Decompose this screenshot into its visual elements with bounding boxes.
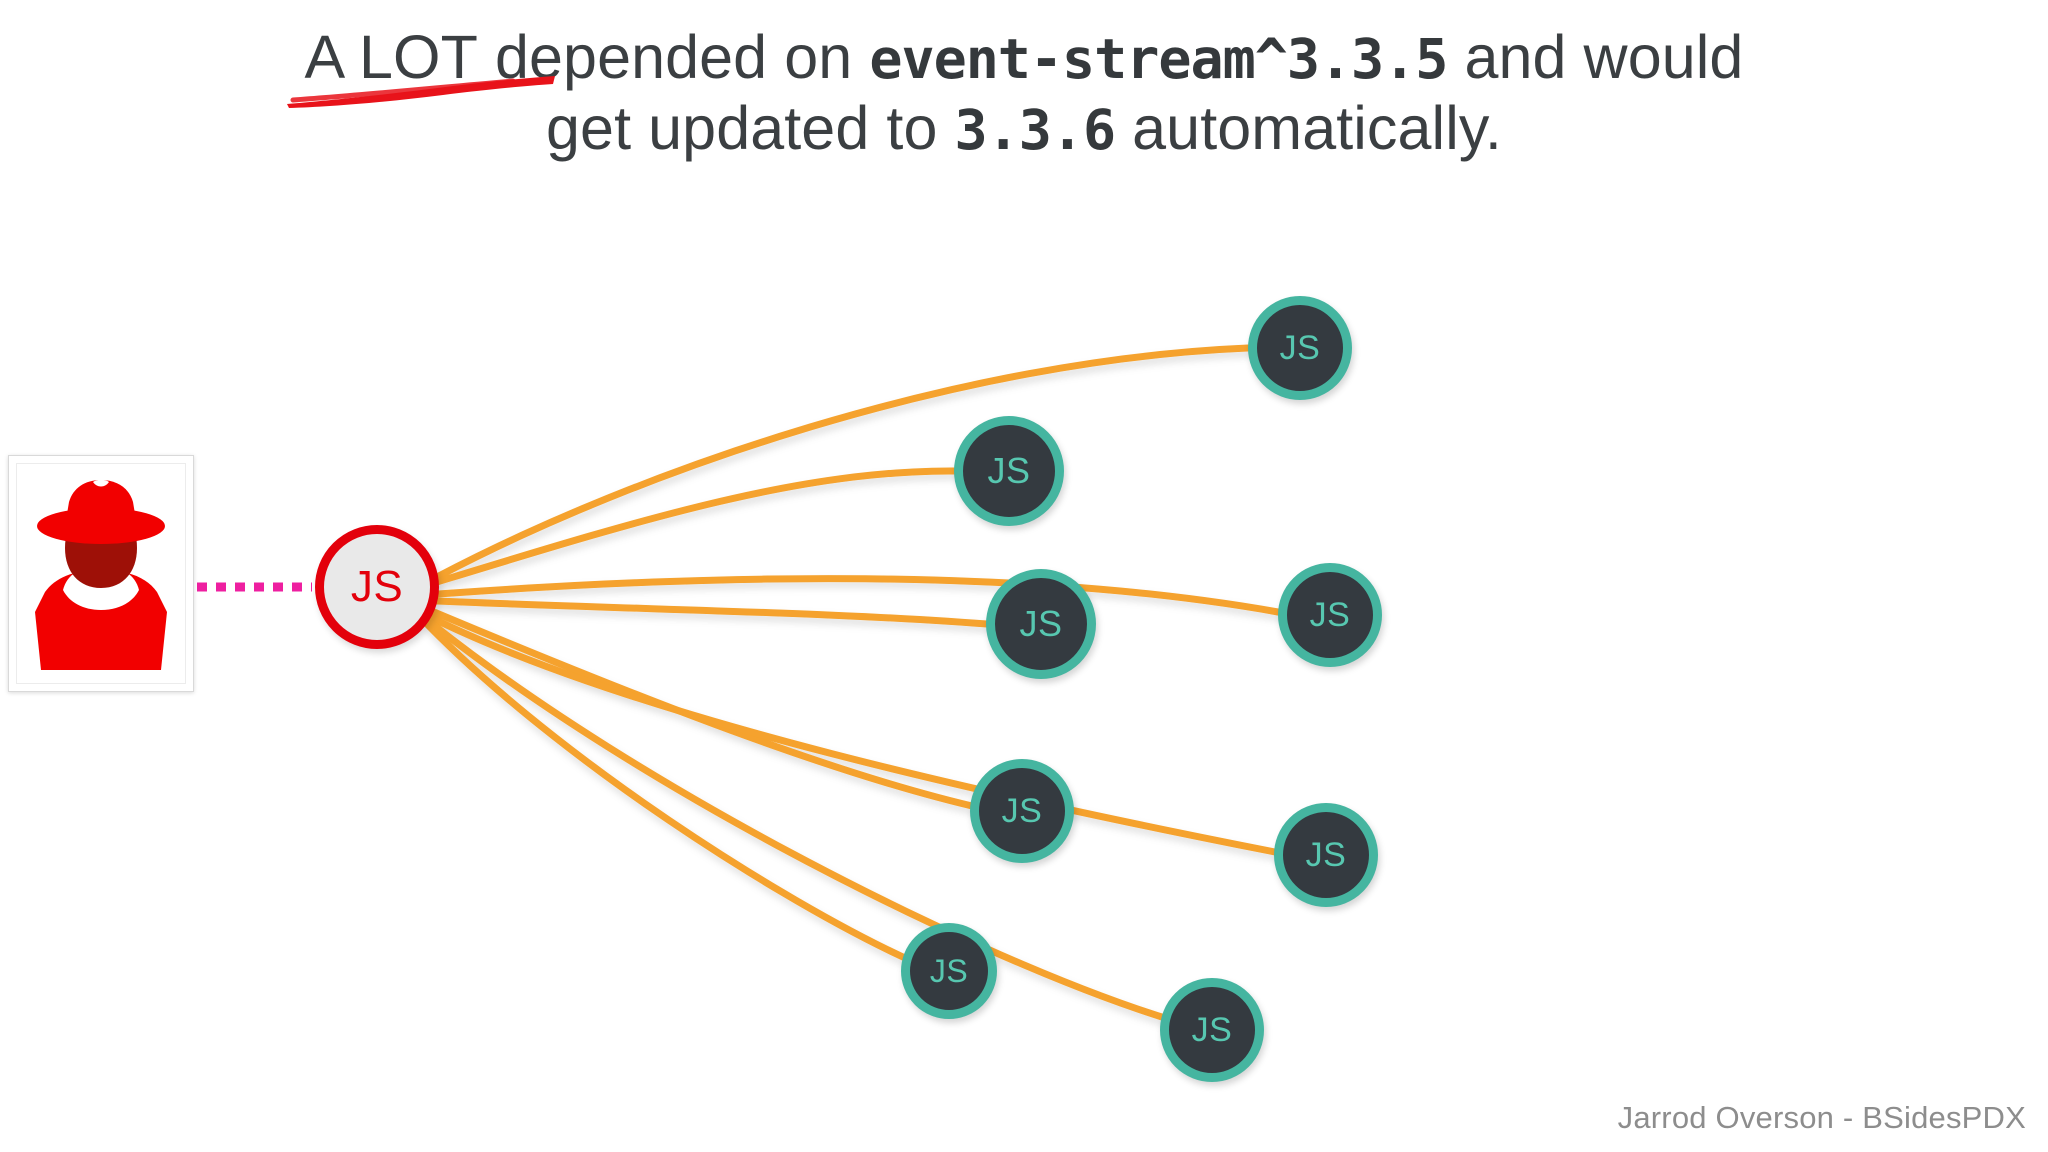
edge-to-node-4 — [433, 597, 991, 628]
slide-title: A LOT depended on event-stream^3.3.5 and… — [0, 22, 2048, 165]
title-text-segment-2: and would — [1447, 23, 1744, 91]
graph-edges — [424, 344, 1282, 1022]
node-label: JS — [987, 450, 1031, 491]
node-label: JS — [1001, 791, 1043, 830]
root-package-node-js[interactable]: JS — [315, 525, 439, 649]
edge-to-node-6 — [428, 614, 1279, 856]
title-a-lot-text: A LOT — [304, 23, 478, 91]
title-line-2: get updated to 3.3.6 automatically. — [0, 93, 2048, 164]
dependent-package-node-1[interactable]: JS — [1248, 296, 1352, 400]
node-label: JS — [1279, 328, 1321, 367]
edge-to-node-3 — [434, 575, 1282, 616]
slide-footer-credit: Jarrod Overson - BSidesPDX — [1617, 1100, 2026, 1135]
dependent-package-node-2[interactable]: JS — [954, 416, 1064, 526]
edge-to-node-7 — [424, 621, 909, 962]
node-label: JS — [1191, 1010, 1233, 1049]
node-label: JS — [350, 562, 404, 611]
edge-to-node-1 — [433, 344, 1252, 581]
title-text-segment-1: depended on — [477, 23, 870, 91]
edge-to-node-2 — [433, 467, 959, 586]
node-label: JS — [1019, 603, 1063, 644]
title-line-1: A LOT depended on event-stream^3.3.5 and… — [0, 22, 2048, 108]
node-label: JS — [1309, 595, 1351, 634]
dependent-package-node-6[interactable]: JS — [1274, 803, 1378, 907]
attacker-card — [8, 455, 194, 692]
title-text-segment-4: automatically. — [1115, 94, 1502, 163]
dependent-package-node-4[interactable]: JS — [986, 569, 1096, 679]
title-text-segment-3: get updated to — [546, 94, 955, 163]
a-lot-emphasis: A LOT — [286, 22, 555, 108]
dependent-package-node-8[interactable]: JS — [1160, 978, 1264, 1082]
dependent-package-node-3[interactable]: JS — [1278, 563, 1382, 667]
edge-to-node-8 — [426, 618, 1169, 1022]
hacker-icon — [35, 479, 167, 670]
title-code-event-stream: event-stream^3.3.5 — [869, 27, 1448, 91]
dependent-package-node-7[interactable]: JS — [901, 923, 997, 1019]
title-code-version: 3.3.6 — [954, 98, 1117, 163]
attacker-card-inner-frame — [16, 463, 186, 684]
node-label: JS — [1305, 835, 1347, 874]
dependent-package-node-5[interactable]: JS — [970, 759, 1074, 863]
node-label: JS — [929, 952, 969, 989]
